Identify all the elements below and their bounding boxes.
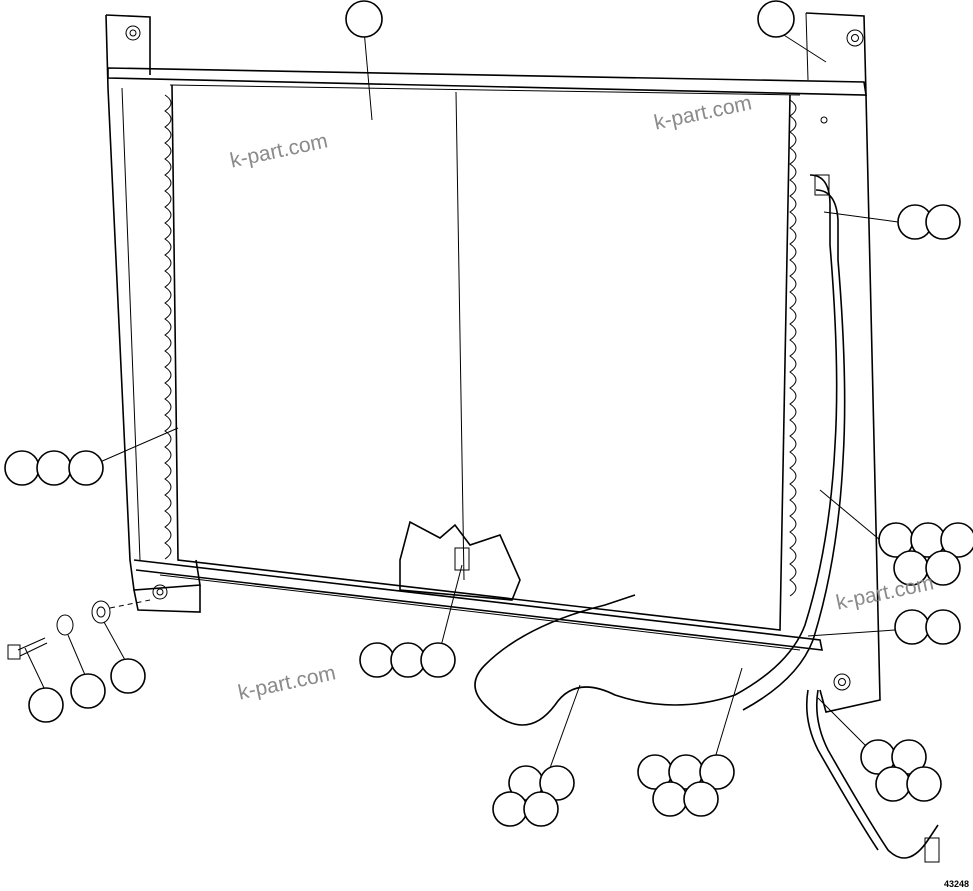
bottom-frame-bar xyxy=(133,520,824,651)
figure-number: 43248 xyxy=(943,879,969,889)
right-frame-upright xyxy=(805,12,881,713)
hose-lines xyxy=(474,174,940,863)
top-frame-bar xyxy=(107,67,867,96)
callout-circles xyxy=(4,0,973,827)
radiator-core xyxy=(164,84,797,631)
left-frame-upright xyxy=(105,14,201,613)
leader-lines xyxy=(24,29,899,769)
mounting-hardware xyxy=(7,599,151,660)
